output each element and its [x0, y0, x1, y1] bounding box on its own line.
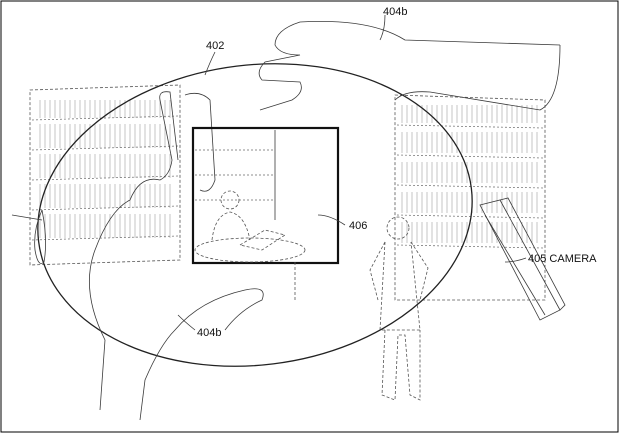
leader-lines — [177, 14, 527, 331]
label-404b-bottom: 404b — [197, 327, 221, 339]
lens-handle-left — [11, 209, 46, 264]
standing-person — [369, 216, 429, 401]
bookshelf-right — [394, 94, 546, 301]
viewfinder-frame — [191, 126, 340, 265]
finger-top-left — [184, 92, 216, 192]
label-402: 402 — [206, 40, 224, 52]
hand-top — [258, 21, 561, 111]
seated-person — [194, 190, 306, 300]
bookshelf-left — [29, 84, 181, 266]
hand-left — [89, 91, 264, 421]
lens-outline — [37, 63, 473, 367]
label-406: 406 — [349, 220, 367, 232]
camera-device — [479, 197, 566, 321]
label-404b-top: 404b — [383, 6, 407, 18]
label-405-camera: 405 CAMERA — [528, 253, 597, 265]
viewfinder-shelf — [195, 130, 276, 220]
